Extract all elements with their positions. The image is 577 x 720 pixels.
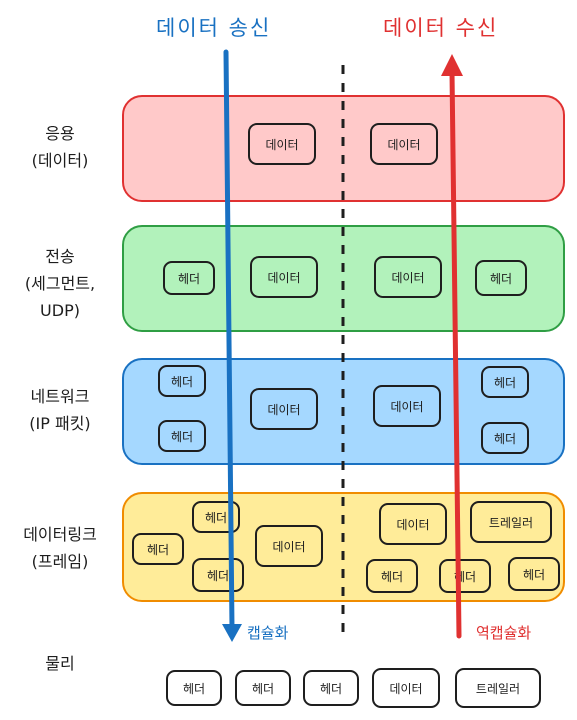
- datalink-layer-unit: (프레임): [31, 552, 89, 571]
- header-box: 헤더: [481, 422, 529, 454]
- data-box: 데이터: [370, 123, 438, 165]
- data-box: 데이터: [250, 388, 318, 430]
- data-box: 데이터: [374, 256, 442, 298]
- header-box: 헤더: [166, 670, 222, 706]
- header-box: 헤더: [475, 260, 527, 296]
- data-box: 데이터: [373, 385, 441, 427]
- physical-layer-name: 물리: [45, 654, 75, 673]
- trailer-box: 트레일러: [470, 501, 552, 543]
- application-layer-name: 응용: [45, 124, 75, 143]
- data-box: 데이터: [250, 256, 318, 298]
- layer-label-transport: 전송 (세그먼트, UDP): [0, 243, 120, 324]
- transport-layer-panel: [122, 225, 565, 332]
- network-layer-name: 네트워크: [30, 387, 90, 406]
- transport-layer-name: 전송: [45, 247, 75, 266]
- header-box: 헤더: [163, 261, 215, 295]
- send-arrow: [222, 49, 242, 642]
- layer-label-datalink: 데이터링크 (프레임): [0, 521, 120, 575]
- header-box: 헤더: [132, 533, 184, 565]
- transport-layer-unit: (세그먼트,: [24, 274, 96, 293]
- header-box: 헤더: [158, 365, 206, 397]
- datalink-layer-name: 데이터링크: [23, 525, 97, 544]
- header-box: 헤더: [192, 501, 240, 533]
- decapsulation-label: 역캡슐화: [476, 624, 532, 642]
- data-box: 데이터: [255, 525, 323, 567]
- header-box: 헤더: [303, 670, 359, 706]
- header-box: 헤더: [481, 366, 529, 398]
- send-title: 데이터 송신: [156, 16, 272, 40]
- data-box: 데이터: [379, 503, 447, 545]
- application-layer-unit: (데이터): [31, 151, 89, 170]
- layer-label-network: 네트워크 (IP 패킷): [0, 383, 120, 437]
- application-layer-panel: [122, 95, 565, 202]
- header-box: 헤더: [366, 559, 418, 593]
- receive-title: 데이터 수신: [383, 16, 499, 40]
- data-box: 데이터: [372, 668, 440, 708]
- layer-label-application: 응용 (데이터): [0, 120, 120, 174]
- network-layer-unit: (IP 패킷): [29, 414, 91, 433]
- header-box: 헤더: [158, 420, 206, 452]
- header-box: 헤더: [192, 558, 244, 592]
- transport-layer-unit-udp: UDP): [40, 301, 80, 320]
- header-box: 헤더: [508, 557, 560, 591]
- header-box: 헤더: [235, 670, 291, 706]
- encapsulation-label: 캡슐화: [247, 624, 289, 642]
- trailer-box: 트레일러: [455, 668, 541, 708]
- data-box: 데이터: [248, 123, 316, 165]
- receive-arrow: [441, 54, 463, 639]
- layer-label-physical: 물리: [0, 650, 120, 677]
